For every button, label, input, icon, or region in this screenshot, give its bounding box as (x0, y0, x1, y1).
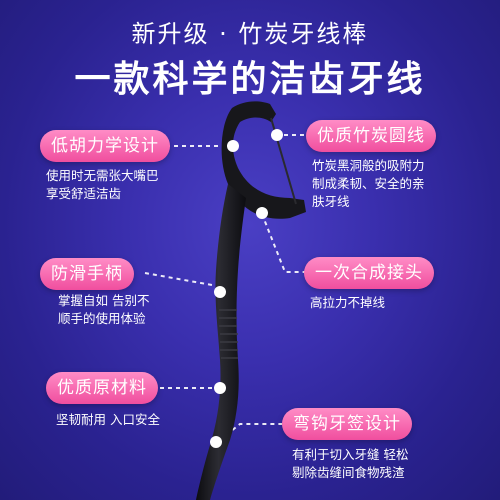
marker-dot-anti-slip (214, 286, 226, 298)
marker-dot-floss (271, 129, 283, 141)
desc-material: 坚韧耐用 入口安全 (56, 412, 160, 427)
marker-dot-material (214, 382, 226, 394)
connector-anti-slip (144, 272, 213, 286)
label-floss: 优质竹炭圆线 (306, 120, 436, 152)
label-ergonomic: 低胡力学设计 (40, 130, 170, 162)
desc-pick: 有利于切入牙缝 轻松 剔除齿缝间食物残渣 (292, 447, 409, 480)
marker-dot-ergonomic (227, 140, 239, 152)
desc-joint: 高拉力不掉线 (310, 295, 386, 310)
desc-anti-slip: 掌握自如 告别不 顺手的使用体验 (58, 293, 150, 326)
connector-joint (261, 213, 306, 273)
desc-ergonomic: 使用时无需张大嘴巴 享受舒适洁齿 (46, 168, 159, 201)
desc-floss: 竹炭黑洞般的吸附力 制成柔韧、安全的亲 肤牙线 (312, 158, 425, 209)
marker-dot-pick (210, 436, 222, 448)
label-joint: 一次合成接头 (304, 257, 434, 289)
label-material: 优质原材料 (46, 372, 158, 404)
marker-dot-joint (256, 207, 268, 219)
label-anti-slip: 防滑手柄 (40, 258, 134, 290)
title: 一款科学的洁齿牙线 (74, 59, 426, 100)
label-pick: 弯钩牙签设计 (282, 408, 412, 440)
subtitle: 新升级 · 竹炭牙线棒 (131, 20, 369, 48)
